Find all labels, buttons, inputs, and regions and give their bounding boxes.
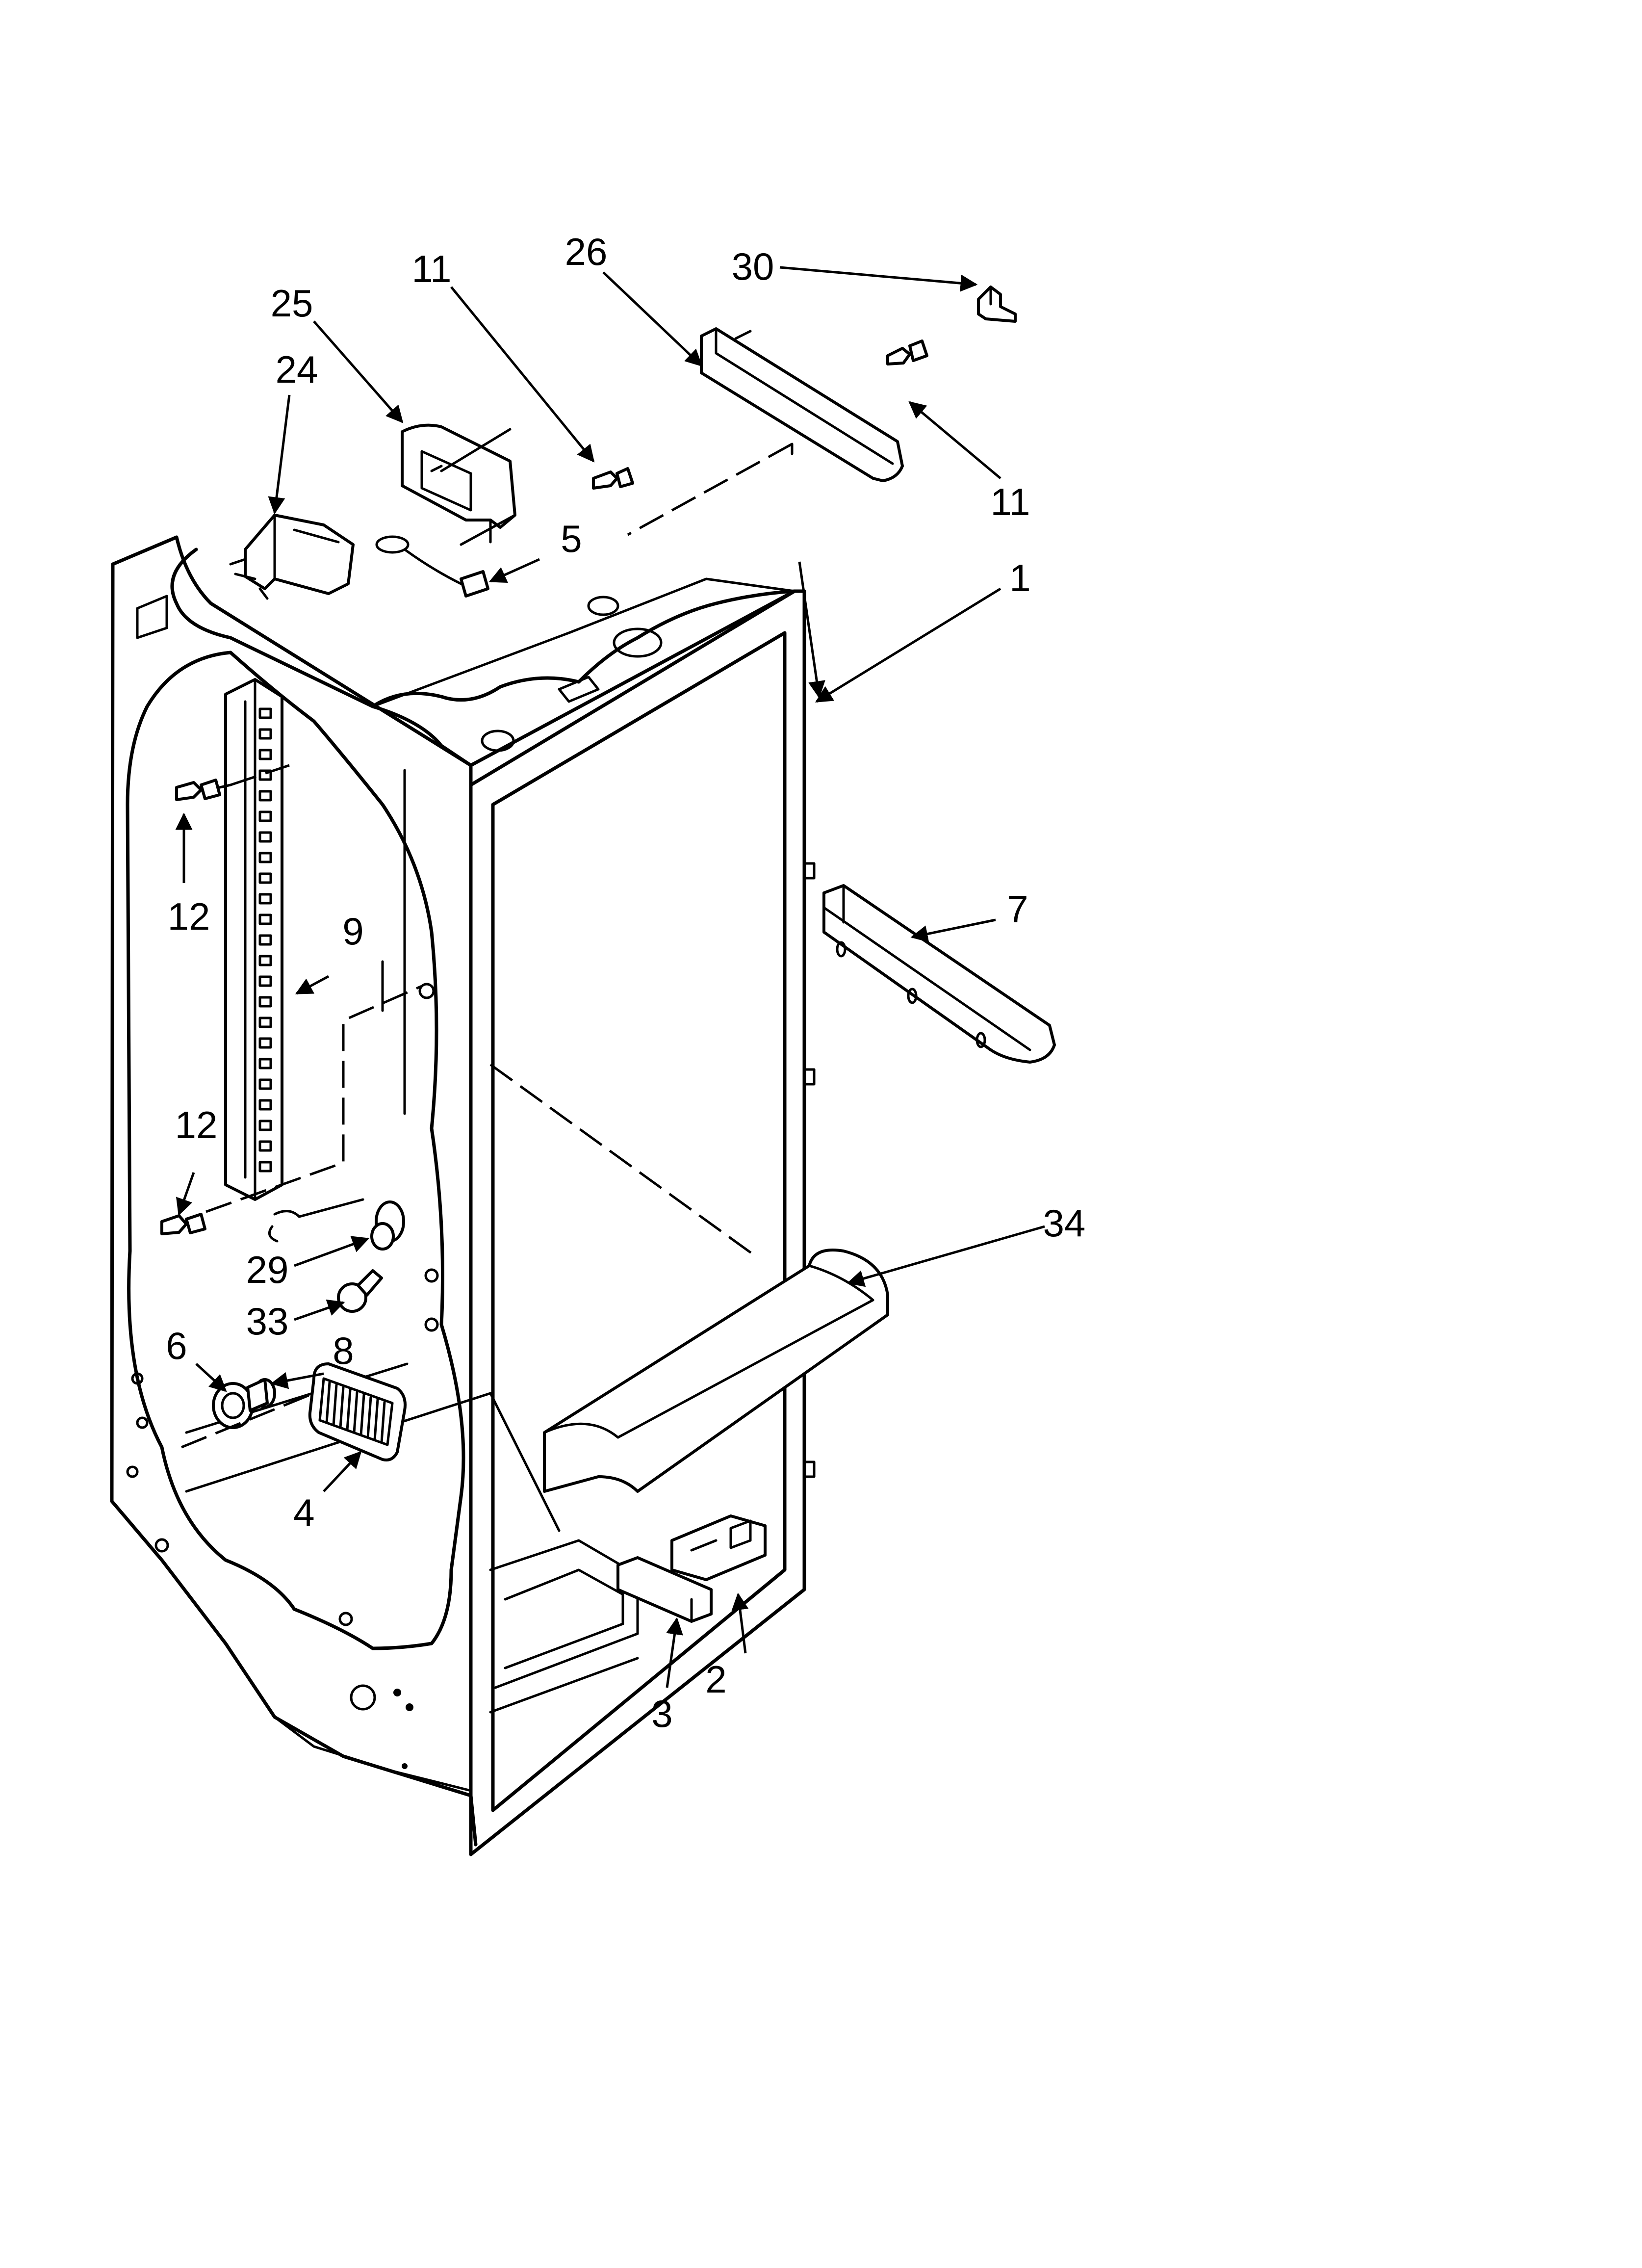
- rail-slot: [258, 872, 272, 884]
- rail-slot: [258, 913, 272, 925]
- rail-slot: [258, 1099, 272, 1111]
- rail-slot: [258, 1058, 272, 1069]
- grille-rib: [339, 1386, 345, 1429]
- rail-slot: [258, 934, 272, 946]
- rail-slot: [258, 790, 272, 802]
- rail-slot: [258, 1037, 272, 1049]
- wire-harness: [375, 535, 489, 598]
- callout-30: 30: [732, 245, 774, 288]
- rail-slot: [258, 1017, 272, 1028]
- screw-12-upper: [175, 779, 232, 801]
- rail-slot: [258, 1078, 272, 1090]
- callout-12-lower: 12: [175, 1103, 218, 1147]
- callout-2: 2: [705, 1658, 726, 1701]
- rail-slot: [258, 769, 272, 781]
- rail-slot: [258, 893, 272, 905]
- rail-slot: [258, 955, 272, 966]
- callout-4: 4: [293, 1491, 314, 1534]
- grille-rib: [325, 1381, 331, 1424]
- rail-slot: [258, 852, 272, 863]
- rail-slot: [258, 975, 272, 987]
- callout-24: 24: [276, 348, 318, 391]
- clip: [977, 286, 1017, 323]
- grille-rib: [380, 1401, 386, 1444]
- control-shaft: [246, 1378, 276, 1412]
- rail-slot: [258, 1140, 272, 1152]
- callout-34: 34: [1043, 1201, 1086, 1245]
- grille-rib: [373, 1398, 379, 1441]
- callout-25: 25: [271, 282, 313, 325]
- callout-8: 8: [333, 1329, 354, 1372]
- rail-slot: [258, 728, 272, 740]
- vent-grille: [308, 1362, 407, 1461]
- rail-slot: [258, 996, 272, 1008]
- callout-26: 26: [565, 230, 608, 273]
- callout-3: 3: [651, 1692, 672, 1735]
- callout-12-upper: 12: [168, 895, 210, 938]
- callout-leaders: [175, 266, 1045, 1688]
- cabinet-liner: [110, 535, 816, 1856]
- callout-1: 1: [1009, 556, 1030, 600]
- bracket-2: [670, 1514, 767, 1581]
- grille-rib: [359, 1393, 365, 1436]
- rail-slot: [258, 1120, 272, 1131]
- callout-11-top: 11: [412, 247, 452, 290]
- callout-6: 6: [166, 1324, 187, 1367]
- rail-slot: [258, 831, 272, 843]
- control-housing: [229, 514, 355, 600]
- callout-33: 33: [246, 1300, 289, 1343]
- rail-slot: [258, 749, 272, 760]
- lamp-socket: [268, 1198, 405, 1251]
- grille-rib: [332, 1383, 338, 1427]
- top-rail: [700, 327, 904, 482]
- screw-11-left: [592, 467, 634, 490]
- screw-11-right: [886, 339, 928, 365]
- rail-slot: [258, 810, 272, 822]
- grille-rib: [366, 1396, 372, 1439]
- callout-labels: 1 2 3 4 5 6 7 8 9 11 11 12 12 24 25 26 2…: [166, 230, 1085, 1735]
- callout-7: 7: [1007, 887, 1028, 931]
- vertical-rail: [224, 678, 283, 1201]
- screw-12-lower: [160, 1213, 206, 1235]
- callout-9: 9: [342, 910, 363, 953]
- callout-5: 5: [561, 517, 582, 560]
- grille-rib: [346, 1388, 352, 1432]
- shelf-rail: [822, 884, 1056, 1064]
- callout-29: 29: [246, 1248, 289, 1291]
- callout-11-right: 11: [991, 480, 1030, 523]
- bracket-3: [616, 1556, 713, 1623]
- lamp-bulb: [337, 1269, 383, 1313]
- control-housing-cover: [401, 423, 516, 544]
- rail-slot: [258, 1161, 272, 1173]
- grille-rib: [353, 1391, 359, 1434]
- rail-slot: [258, 707, 272, 719]
- light-shield: [543, 1249, 889, 1493]
